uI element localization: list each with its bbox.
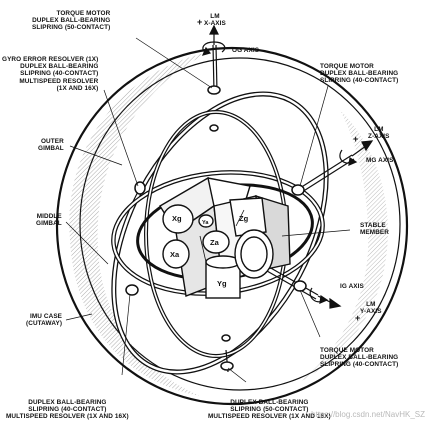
label-mg-axis: MG AXIS (366, 157, 394, 164)
bearings (125, 85, 307, 371)
leader-lines (65, 37, 351, 383)
label-torque-motor-right-upper: TORQUE MOTOR DUPLEX BALL-BEARING SLIPRIN… (320, 63, 399, 85)
label-torque-motor-right-lower: TORQUE MOTOR DUPLEX BALL-BEARING SLIPRIN… (320, 347, 399, 369)
x-axis-plus-sign: + (197, 17, 203, 27)
label-middle-gimbal: MIDDLE GIMBAL (36, 213, 62, 228)
label-lm-x-axis: LM X-AXIS (204, 13, 226, 28)
stable-member-block (159, 176, 291, 299)
y-axis-plus-sign: + (355, 313, 361, 323)
component-xa: Xa (170, 250, 180, 259)
label-lm-y-axis: LM Y-AXIS (360, 301, 382, 316)
label-torque-motor-top: TORQUE MOTOR DUPLEX BALL-BEARING SLIPRIN… (32, 10, 111, 32)
label-stable-member: STABLE MEMBER (360, 222, 390, 237)
component-za: Za (210, 238, 220, 247)
label-imu-case: IMU CASE (CUTAWAY) (26, 313, 63, 328)
component-zg: Zg (239, 214, 249, 223)
label-lm-z-axis: LM Z-AXIS (368, 126, 390, 141)
component-yg: Yg (217, 279, 227, 288)
component-xg: Xg (172, 214, 182, 223)
label-og-axis: OG AXIS (232, 47, 260, 54)
label-ig-axis: IG AXIS (340, 283, 364, 290)
label-gyro-error-resolver: GYRO ERROR RESOLVER (1X) DUPLEX BALL-BEA… (2, 56, 99, 92)
label-duplex-bottom-left: DUPLEX BALL-BEARING SLIPRING (40-CONTACT… (6, 399, 129, 421)
component-ya: Ya (202, 220, 209, 226)
z-axis-plus-sign: + (353, 134, 359, 144)
label-duplex-bottom-center: DUPLEX BALL-BEARING SLIPRING (50-CONTACT… (208, 399, 331, 421)
label-outer-gimbal: OUTER GIMBAL (38, 138, 64, 153)
watermark: https://blog.csdn.net/NavHK_SZ (311, 410, 425, 419)
axis-arrows (201, 24, 374, 309)
